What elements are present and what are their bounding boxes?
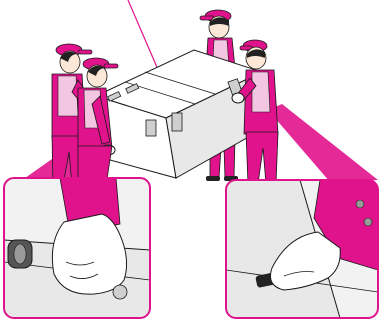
right-detail-inset (226, 180, 378, 318)
left-detail-inset (4, 178, 150, 318)
worker-cap-brim (104, 64, 118, 68)
appliance-box (96, 50, 268, 178)
handle-grip (113, 285, 127, 299)
right-zoom-wedge (268, 104, 378, 182)
screw-detail (364, 218, 372, 226)
box-tape (172, 113, 182, 131)
worker-legs (246, 132, 278, 184)
foot-pad-icon (14, 244, 26, 264)
worker-hand (232, 93, 244, 103)
glove-hand (52, 214, 126, 294)
worker-vest (252, 72, 270, 112)
worker-cap-brim (78, 50, 92, 54)
worker-shoe (206, 176, 220, 181)
box-tape (146, 120, 156, 136)
screw-detail (356, 200, 364, 208)
